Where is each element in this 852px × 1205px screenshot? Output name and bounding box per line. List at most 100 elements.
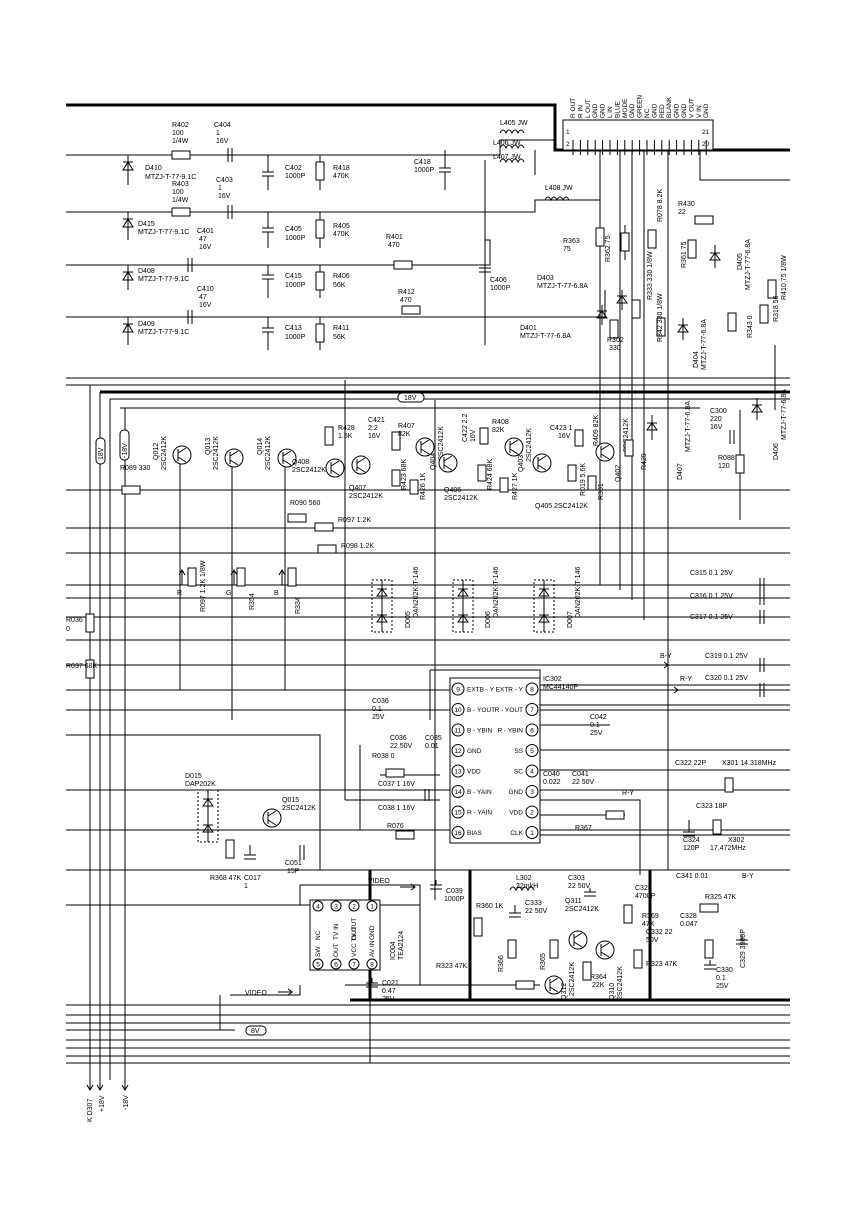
svg-text:8: 8: [370, 962, 374, 969]
inductor-L302: L302 22mkH: [509, 875, 538, 892]
capacitor-C421: C421 2.2 16V: [368, 417, 385, 440]
svg-text:R411: R411: [333, 325, 349, 332]
transistor-Q312: Q312 2SC2412K: [544, 962, 576, 1000]
svg-text:0.47: 0.47: [382, 988, 396, 995]
capacitor-C317: C317 0.1 25V: [690, 610, 765, 624]
svg-text:2: 2: [352, 904, 356, 911]
svg-text:R354: R354: [249, 593, 256, 610]
capacitor-C324: C324 120P: [683, 820, 700, 852]
resistor-R424: R019 5.6K: [567, 463, 587, 496]
svg-text:330: 330: [609, 345, 621, 352]
svg-text:R424 68K: R424 68K: [487, 459, 494, 490]
svg-text:R428: R428: [338, 425, 355, 432]
svg-text:R418: R418: [333, 165, 350, 172]
svg-text:TV IN: TV IN: [333, 923, 340, 940]
svg-text:MTZJ-T-77-6.8A: MTZJ-T-77-6.8A: [745, 239, 752, 290]
scart-body: [562, 119, 714, 151]
svg-text:R - YOUT: R - YOUT: [495, 707, 523, 714]
resistor-R343: R343 0: [727, 312, 754, 338]
diode-D409: D409 MTZJ-T-77-9.1C: [122, 317, 189, 345]
svg-text:2SC2412K: 2SC2412K: [444, 495, 478, 502]
svg-text:Q012: Q012: [153, 443, 160, 460]
capacitor-C042: C042 0.1 25V: [590, 714, 607, 737]
svg-text:C402: C402: [285, 165, 302, 172]
svg-text:MTZJ-T-77-6.8A: MTZJ-T-77-6.8A: [701, 319, 708, 370]
diode-D404: D404 MTZJ-T-77-6.8A: [677, 318, 708, 370]
svg-text:GND: GND: [629, 103, 636, 118]
resistor-R098-G: R354 G: [226, 567, 256, 610]
resistor-R429: R089 330: [120, 465, 150, 495]
resistor-R402: R402 100 1/4W: [171, 122, 191, 160]
resistor-R406: R406 56K: [315, 265, 350, 298]
resistor-R325: [704, 939, 714, 959]
diode-D408: D408 MTZJ-T-77-9.1C: [122, 265, 189, 290]
scart-pin-label: GND: [629, 103, 636, 155]
diode-D015: D015 DAP202K: [185, 773, 219, 843]
svg-text:0.1: 0.1: [372, 706, 382, 713]
capacitor-C303: C303 22 50V: [568, 875, 596, 897]
svg-text:SW: SW: [315, 946, 322, 957]
svg-text:C021: C021: [382, 980, 399, 987]
net-r-y-mid: R-Y: [622, 790, 634, 797]
svg-text:25V: 25V: [590, 730, 603, 737]
svg-text:220: 220: [710, 416, 722, 423]
svg-text:25V: 25V: [382, 996, 395, 1003]
svg-text:B - YAIN: B - YAIN: [467, 789, 492, 796]
svg-text:BIAS: BIAS: [467, 830, 482, 837]
svg-text:R427 1K: R427 1K: [512, 472, 519, 500]
svg-text:1/4W: 1/4W: [172, 138, 189, 145]
svg-text:16V: 16V: [710, 424, 723, 431]
resistor-R366: R364 22K: [582, 961, 607, 989]
resistor-R368: R366: [498, 939, 517, 972]
svg-text:100: 100: [172, 130, 184, 137]
scart-pin-label: R OUT: [570, 98, 577, 155]
capacitor-C413: C413 1000P: [262, 317, 306, 350]
svg-text:C303: C303: [568, 875, 585, 882]
transistor-Q012: Q012 2SC2412K: [153, 436, 192, 470]
transistor-Q406: Q406 2SC2412K: [438, 453, 478, 502]
svg-text:6: 6: [530, 728, 534, 735]
scart-pin-label: L OUT: [585, 99, 592, 155]
diode-D006: D006 DAN202K-T-146: [452, 567, 500, 633]
svg-text:IC004: IC004: [390, 941, 397, 960]
svg-text:C324: C324: [683, 837, 700, 844]
ic302-pin: 4SC: [514, 764, 539, 778]
svg-text:MTZJ-T-77-9.1C: MTZJ-T-77-9.1C: [138, 229, 189, 236]
ic004-pin: 5SW: [312, 946, 324, 970]
svg-text:C333: C333: [525, 900, 542, 907]
label-plus18v: +18V: [99, 1095, 106, 1112]
net-r-y-top: R-Y: [680, 676, 692, 683]
svg-text:R323 47K: R323 47K: [436, 963, 467, 970]
svg-text:22 50V: 22 50V: [390, 743, 413, 750]
capacitor-C402: C402 1000P: [262, 155, 306, 190]
ic302-pin: 6R - YBIN: [497, 723, 539, 737]
svg-text:47: 47: [199, 294, 207, 301]
ic302-pin: 5SS: [514, 744, 539, 757]
svg-text:R098 1.2K: R098 1.2K: [341, 543, 374, 550]
svg-text:C415: C415: [285, 273, 302, 280]
svg-text:GND: GND: [703, 103, 710, 118]
transistor-Q405: Q405 2SC2412K: [532, 453, 588, 510]
scart-pin-label: BLUE: [614, 100, 621, 155]
svg-text:1000P: 1000P: [444, 896, 465, 903]
svg-text:R OUT: R OUT: [570, 98, 577, 118]
svg-text:R365: R365: [540, 953, 547, 970]
scart-pin-label: GND: [651, 103, 658, 155]
inductor-L408: L408 JW: [544, 185, 573, 202]
transistor-Q013: Q013 2SC2412K: [205, 436, 244, 470]
resistor-R088: R090 560: [287, 500, 320, 523]
svg-text:120: 120: [718, 463, 730, 470]
svg-text:C035: C035: [425, 735, 442, 742]
svg-text:2SC2412K: 2SC2412K: [623, 418, 630, 452]
svg-text:1: 1: [244, 883, 248, 890]
svg-text:C418: C418: [414, 159, 431, 166]
svg-text:VDD: VDD: [467, 769, 481, 776]
diode-D005: D005 DAN202K-T-146: [371, 567, 420, 633]
svg-text:470K: 470K: [333, 231, 350, 238]
svg-text:D408: D408: [138, 268, 155, 275]
svg-text:R408: R408: [492, 419, 509, 426]
